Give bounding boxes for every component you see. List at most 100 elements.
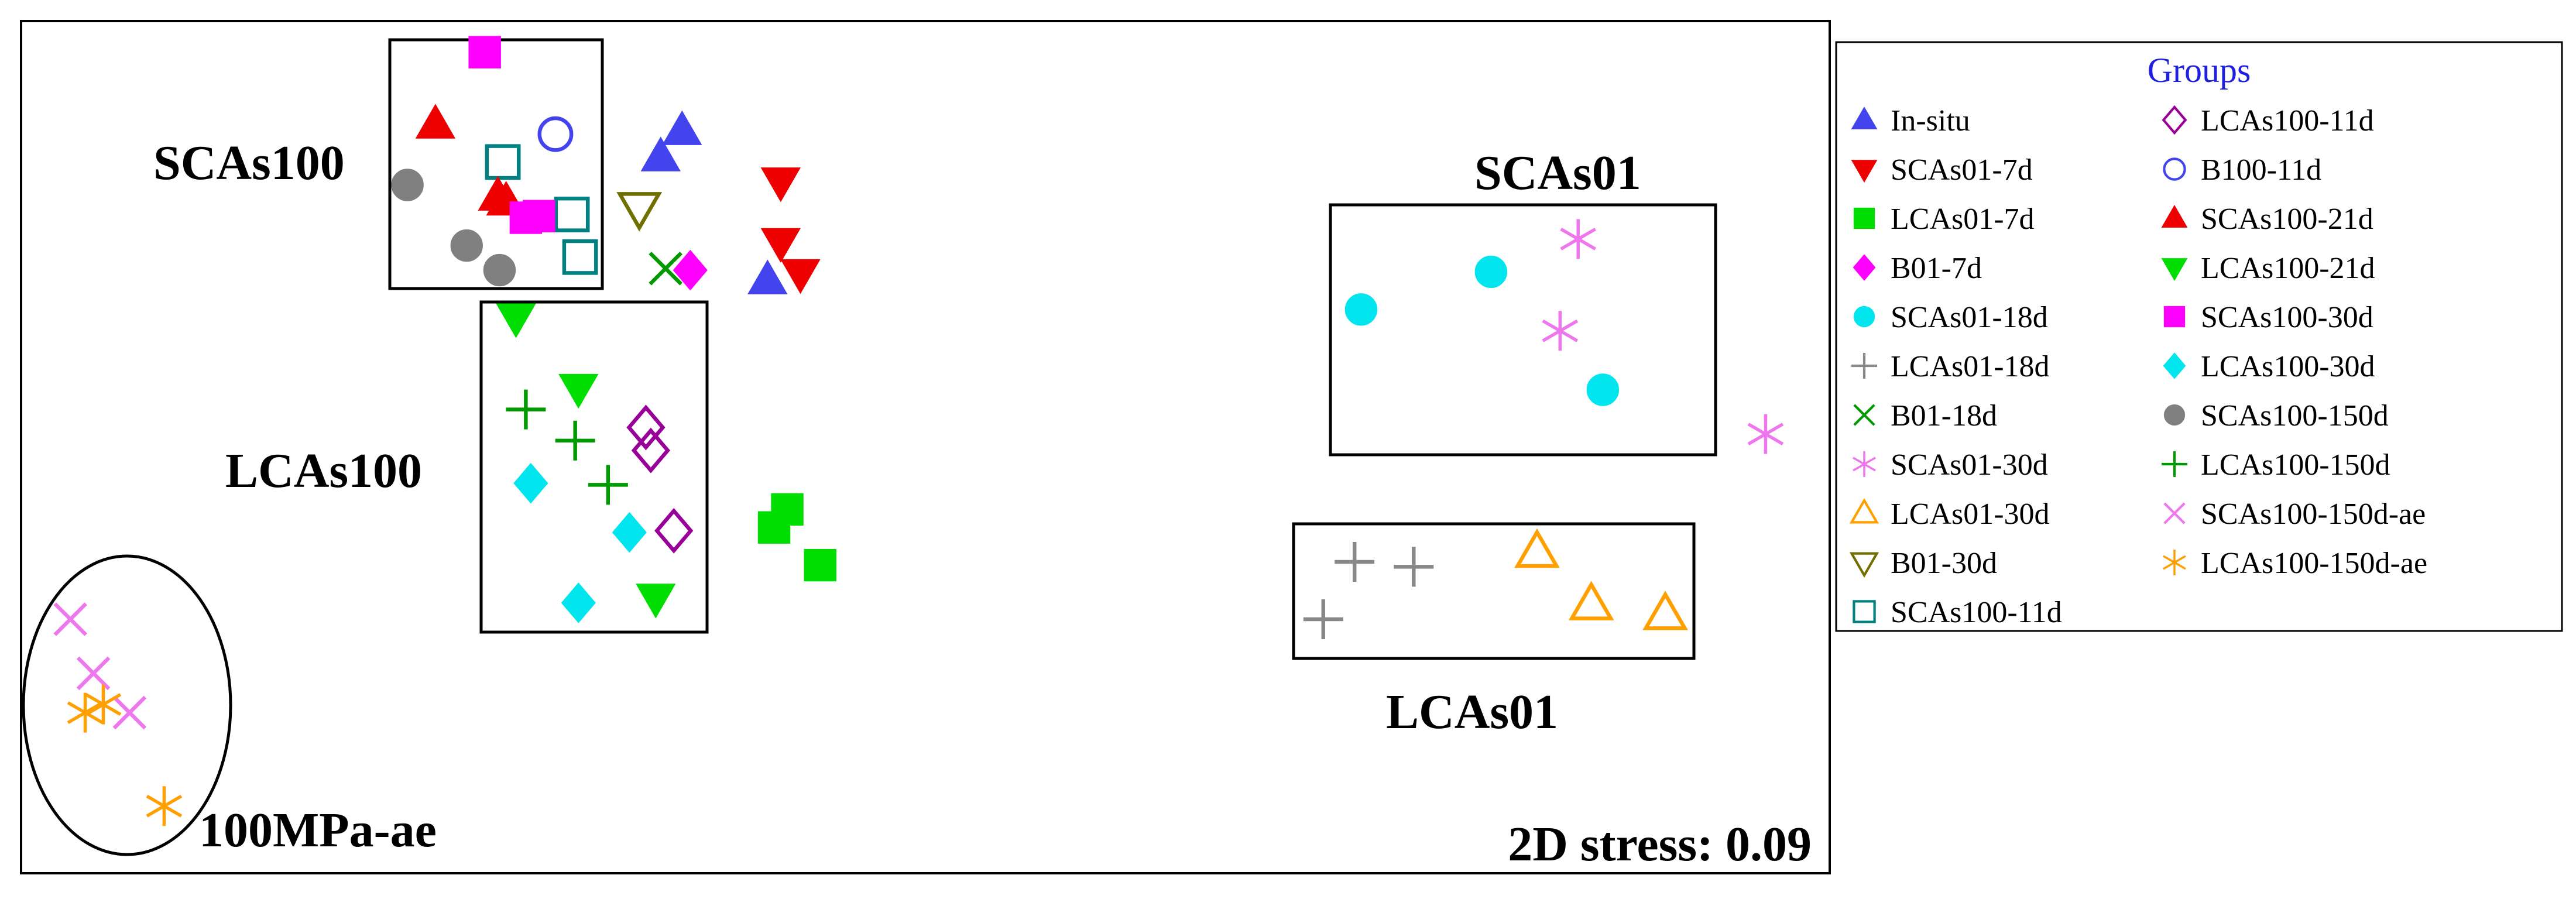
legend-item-in-situ: In-situ bbox=[1851, 104, 1970, 138]
point-lcas100-30d-3 bbox=[561, 582, 596, 623]
point-b01-7d-1 bbox=[673, 249, 708, 291]
point-lcas01-30d-1 bbox=[1514, 528, 1560, 568]
plot-frame bbox=[20, 20, 1831, 874]
legend-label-lcas100-21d: LCAs100-21d bbox=[2201, 252, 2375, 285]
point-scas01-30d-3 bbox=[1747, 414, 1784, 454]
point-scas100-150d-ae-3 bbox=[112, 695, 147, 730]
legend-marker-scas100-150d-ae bbox=[2163, 502, 2186, 524]
legend-label-scas01-30d: SCAs01-30d bbox=[1891, 448, 2048, 482]
legend-marker-scas100-21d bbox=[2161, 204, 2188, 228]
point-scas100-11d-1 bbox=[485, 144, 521, 180]
legend-marker-scas01-18d bbox=[1853, 306, 1875, 328]
group-box-scas01 bbox=[1329, 203, 1717, 457]
stress-label: 2D stress: 0.09 bbox=[1508, 817, 1812, 871]
point-lcas100-150d-3 bbox=[588, 465, 628, 505]
point-scas100-150d-1 bbox=[391, 169, 424, 201]
point-b100-11d-1 bbox=[537, 116, 574, 152]
point-scas01-30d-1 bbox=[1560, 219, 1597, 259]
legend-marker-scas100-30d bbox=[2163, 306, 2186, 328]
legend: Groups In-situSCAs01-7dLCAs01-7dB01-7dSC… bbox=[1835, 41, 2563, 632]
point-lcas100-21d-1 bbox=[496, 303, 536, 338]
legend-marker-scas01-30d bbox=[1853, 451, 1876, 477]
legend-marker-lcas01-18d bbox=[1851, 353, 1877, 379]
legend-marker-lcas100-11d bbox=[2162, 105, 2187, 135]
legend-label-lcas100-150d: LCAs100-150d bbox=[2201, 448, 2390, 482]
legend-frame bbox=[1835, 41, 2563, 632]
point-lcas100-11d-1 bbox=[626, 404, 666, 451]
point-lcas100-150d-ae-2 bbox=[85, 684, 122, 725]
legend-item-lcas100-150d-ae: LCAs100-150d-ae bbox=[2163, 547, 2427, 580]
legend-marker-scas01-7d bbox=[1851, 160, 1878, 183]
group-label-scas100: SCAs100 bbox=[153, 136, 345, 190]
legend-item-lcas01-18d: LCAs01-18d bbox=[1851, 350, 2050, 383]
point-lcas100-11d-2 bbox=[631, 427, 671, 473]
points-layer bbox=[53, 36, 1784, 826]
legend-label-lcas100-30d: LCAs100-30d bbox=[2201, 350, 2375, 383]
legend-item-b01-30d: B01-30d bbox=[1849, 547, 1997, 580]
group-label-100mpa-ae: 100MPa-ae bbox=[199, 803, 437, 857]
point-in-situ-2 bbox=[640, 136, 681, 171]
point-scas01-18d-3 bbox=[1586, 373, 1620, 406]
legend-marker-b01-18d bbox=[1853, 404, 1875, 426]
legend-items: In-situSCAs01-7dLCAs01-7dB01-7dSCAs01-18… bbox=[1849, 104, 2427, 629]
legend-label-lcas01-30d: LCAs01-30d bbox=[1891, 497, 2050, 531]
legend-item-lcas01-30d: LCAs01-30d bbox=[1849, 497, 2050, 531]
legend-title: Groups bbox=[2148, 51, 2251, 90]
point-in-situ-1 bbox=[662, 110, 702, 145]
point-scas100-150d-3 bbox=[483, 253, 516, 287]
legend-marker-in-situ bbox=[1851, 106, 1878, 129]
legend-item-scas100-150d-ae: SCAs100-150d-ae bbox=[2163, 497, 2426, 531]
point-in-situ-3 bbox=[747, 259, 788, 294]
legend-label-scas100-11d: SCAs100-11d bbox=[1891, 596, 2062, 629]
point-lcas100-150d-ae-1 bbox=[67, 692, 104, 733]
legend-item-scas100-30d: SCAs100-30d bbox=[2163, 301, 2373, 334]
point-scas100-11d-2 bbox=[554, 196, 590, 232]
legend-marker-b01-7d bbox=[1853, 254, 1876, 281]
group-box-scas100 bbox=[388, 38, 604, 290]
legend-label-scas100-30d: SCAs100-30d bbox=[2201, 301, 2373, 334]
legend-marker-b100-11d bbox=[2163, 157, 2186, 181]
point-lcas01-18d-2 bbox=[1394, 547, 1434, 587]
legend-item-b01-7d: B01-7d bbox=[1853, 252, 1982, 285]
group-label-lcas100: LCAs100 bbox=[225, 444, 422, 498]
group-box-lcas01 bbox=[1292, 522, 1696, 660]
point-lcas01-7d-3 bbox=[804, 548, 836, 582]
legend-label-lcas01-7d: LCAs01-7d bbox=[1891, 203, 2035, 236]
legend-item-lcas100-11d: LCAs100-11d bbox=[2162, 104, 2374, 138]
legend-item-lcas100-150d: LCAs100-150d bbox=[2162, 448, 2390, 482]
legend-marker-scas100-11d bbox=[1853, 600, 1876, 623]
legend-label-scas100-21d: SCAs100-21d bbox=[2201, 203, 2373, 236]
point-scas01-18d-1 bbox=[1344, 293, 1378, 326]
point-scas01-7d-3 bbox=[780, 259, 821, 294]
point-scas01-7d-1 bbox=[760, 167, 801, 203]
group-label-scas01: SCAs01 bbox=[1474, 146, 1641, 200]
legend-label-b100-11d: B100-11d bbox=[2201, 153, 2321, 187]
point-lcas100-21d-3 bbox=[636, 584, 676, 619]
legend-item-b01-18d: B01-18d bbox=[1853, 399, 1997, 433]
point-scas01-18d-2 bbox=[1474, 255, 1508, 289]
legend-label-scas01-7d: SCAs01-7d bbox=[1891, 153, 2033, 187]
point-scas100-21d-1 bbox=[415, 104, 456, 139]
group-box-lcas100 bbox=[479, 300, 709, 634]
legend-marker-lcas100-150d-ae bbox=[2163, 550, 2186, 575]
point-lcas100-30d-2 bbox=[612, 512, 647, 553]
legend-marker-lcas01-30d bbox=[1849, 497, 1879, 524]
legend-marker-b01-30d bbox=[1849, 552, 1879, 578]
legend-marker-scas100-150d bbox=[2163, 404, 2186, 426]
point-scas01-30d-2 bbox=[1542, 311, 1579, 351]
point-scas100-30d-3 bbox=[523, 200, 555, 232]
point-scas100-150d-ae-1 bbox=[53, 602, 88, 636]
group-ellipse-100mpa-ae bbox=[22, 554, 232, 856]
point-lcas100-150d-1 bbox=[506, 389, 546, 430]
legend-marker-lcas100-30d bbox=[2163, 352, 2186, 379]
legend-marker-lcas100-150d bbox=[2162, 451, 2187, 477]
point-lcas100-150d-2 bbox=[555, 420, 595, 461]
point-scas100-11d-3 bbox=[562, 239, 598, 275]
legend-label-lcas100-150d-ae: LCAs100-150d-ae bbox=[2201, 547, 2427, 580]
legend-item-scas01-18d: SCAs01-18d bbox=[1853, 301, 2048, 334]
group-label-lcas01: LCAs01 bbox=[1386, 685, 1558, 739]
point-lcas01-18d-3 bbox=[1303, 599, 1343, 639]
point-scas100-150d-2 bbox=[450, 229, 483, 262]
